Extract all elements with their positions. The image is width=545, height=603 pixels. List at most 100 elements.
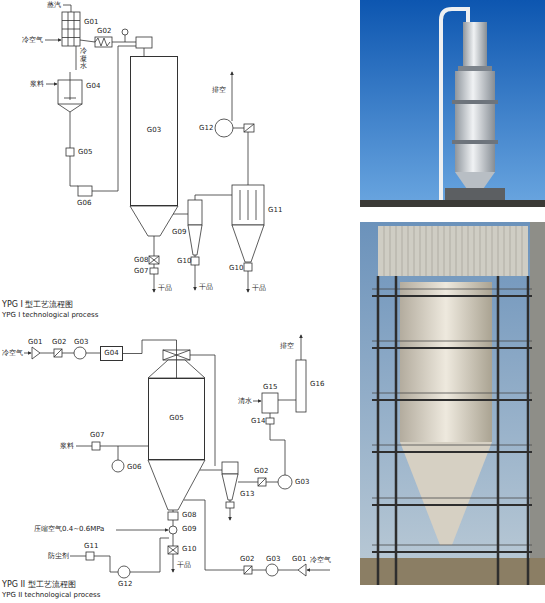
stream-label: 压缩空气0.4~0.6MPa bbox=[34, 525, 104, 533]
callout-number: G02 bbox=[240, 555, 254, 563]
pipe bbox=[40, 353, 298, 572]
stream-label: 干品 bbox=[158, 284, 172, 292]
air-filter bbox=[298, 564, 306, 576]
callout-number: G01 bbox=[84, 18, 98, 26]
callout-number: G08 bbox=[134, 256, 148, 264]
pipe bbox=[173, 510, 174, 512]
callout-number: G04 bbox=[86, 82, 100, 90]
stream-label: 排空 bbox=[280, 342, 294, 350]
damper-blade bbox=[244, 124, 254, 132]
ypg1-flowsheet bbox=[45, 5, 264, 292]
bag-filter-cone bbox=[232, 225, 264, 262]
cyclone-cone bbox=[188, 225, 202, 255]
filter bbox=[244, 566, 252, 574]
equipment-number: G05 bbox=[169, 415, 183, 423]
air-filter bbox=[32, 347, 40, 359]
tower-body bbox=[455, 71, 495, 172]
tower-body bbox=[400, 282, 492, 442]
tower-cone bbox=[130, 206, 178, 236]
air-inlet-arrow bbox=[24, 353, 31, 354]
roof-ribs bbox=[384, 226, 522, 276]
callout-number: G10 bbox=[229, 264, 243, 272]
pipe bbox=[70, 186, 78, 187]
callout-number: G02 bbox=[52, 338, 66, 346]
stream-label: 干品 bbox=[177, 561, 191, 569]
tower-top bbox=[463, 22, 487, 70]
valve bbox=[226, 502, 234, 508]
cyclone bbox=[222, 462, 238, 474]
rotary-valve bbox=[168, 512, 178, 520]
stream-label: 浆料 bbox=[30, 80, 44, 88]
callout-number: G16 bbox=[310, 380, 324, 388]
callout-number: G01 bbox=[28, 338, 42, 346]
equipment-number: G04 bbox=[104, 350, 118, 358]
product-arrow bbox=[248, 271, 249, 292]
stream-label: 干品 bbox=[199, 283, 213, 291]
callout-number: G13 bbox=[240, 490, 254, 498]
compressed-air-arrow bbox=[116, 530, 168, 531]
caption: YPG I 型工艺流程图 bbox=[2, 300, 73, 309]
steel-columns bbox=[378, 276, 528, 585]
roof-housing bbox=[378, 226, 528, 276]
valve bbox=[266, 418, 274, 424]
stream-label: 蒸汽 bbox=[47, 1, 61, 9]
plant-photo bbox=[360, 222, 545, 585]
callout-number: G05 bbox=[78, 148, 92, 156]
air-distributor bbox=[136, 37, 152, 48]
pipe bbox=[63, 5, 248, 268]
air-heater bbox=[95, 37, 112, 47]
valve-cross bbox=[168, 546, 178, 554]
blower bbox=[266, 564, 278, 576]
platform bbox=[452, 100, 498, 104]
spray-tower: G03 bbox=[130, 56, 178, 206]
callout-number: G08 bbox=[182, 511, 196, 519]
side-building bbox=[530, 222, 545, 585]
valve bbox=[168, 546, 178, 554]
stream-label: 冷空气 bbox=[2, 349, 23, 357]
tower-cone bbox=[148, 460, 205, 510]
product-arrow bbox=[173, 554, 174, 572]
stream-label: 冷空气 bbox=[310, 556, 331, 564]
heater-box: G04 bbox=[100, 346, 123, 361]
dosing-pump bbox=[118, 566, 130, 578]
feed-arrow bbox=[46, 84, 57, 85]
cyclone-cone bbox=[222, 474, 238, 500]
rotary-valve bbox=[149, 256, 159, 264]
callout-number: G02 bbox=[97, 27, 111, 35]
valve bbox=[191, 257, 199, 265]
callout-number: G12 bbox=[199, 124, 213, 132]
product-arrow bbox=[195, 265, 196, 290]
ground bbox=[360, 558, 545, 585]
filter bbox=[66, 148, 74, 156]
dosing-box bbox=[86, 552, 94, 560]
callout-number: G02 bbox=[254, 467, 268, 475]
damper-blade bbox=[258, 478, 266, 486]
valve-cross bbox=[149, 256, 159, 264]
callout-number: G10 bbox=[182, 545, 196, 553]
tower-cone bbox=[400, 442, 492, 545]
valve bbox=[244, 263, 252, 271]
stream-label: 防尘剂 bbox=[48, 552, 69, 560]
exhaust-arrow bbox=[301, 335, 302, 360]
feed-filter bbox=[92, 442, 100, 450]
tank-agitator bbox=[58, 72, 82, 112]
callout-number: G07 bbox=[90, 431, 104, 439]
steam-heater bbox=[62, 12, 80, 46]
caption: YPG I technological process bbox=[2, 311, 98, 319]
air-hammer bbox=[169, 526, 177, 534]
filter bbox=[54, 349, 62, 357]
callout-number: G14 bbox=[251, 417, 265, 425]
base-structure bbox=[445, 188, 505, 202]
callout-number: G03 bbox=[266, 555, 280, 563]
callout-number: G03 bbox=[74, 338, 88, 346]
wet-scrubber bbox=[262, 393, 278, 413]
stream-label: 干品 bbox=[252, 284, 266, 292]
air-inlet-arrow bbox=[45, 40, 61, 41]
stream-label: 清水 bbox=[238, 397, 252, 405]
stream-label: 冷空气 bbox=[22, 36, 43, 44]
equipment-number: G03 bbox=[147, 127, 161, 135]
callout-number: G15 bbox=[263, 383, 277, 391]
tower-photo bbox=[360, 0, 545, 207]
